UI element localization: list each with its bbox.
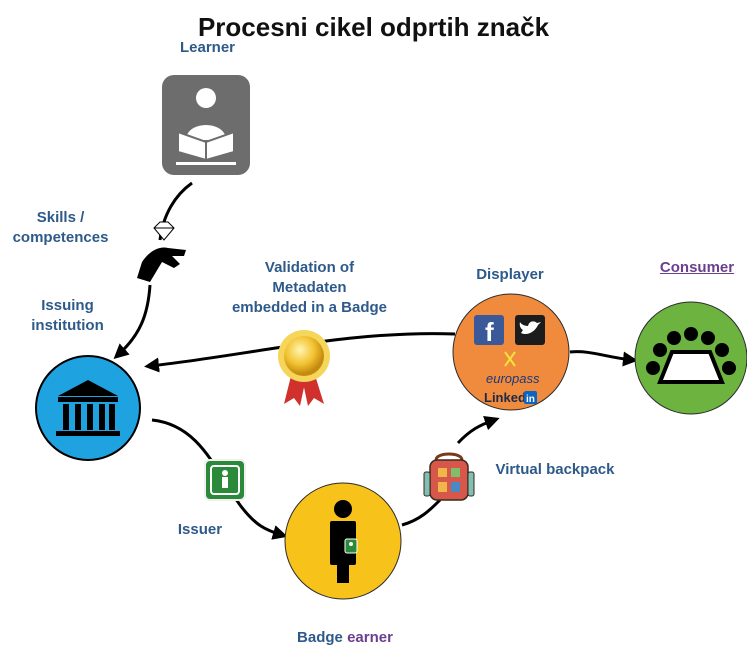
linkedin-in-text: in (526, 394, 535, 405)
person-silhouette-icon (284, 482, 402, 600)
skills-line-1: Skills / (36, 209, 85, 226)
arrow-earner-to-backpack (401, 498, 442, 527)
issuing-line-2: institution (31, 317, 104, 334)
arrow-displayer-to-consumer (569, 350, 638, 367)
label-learner: Learner (179, 39, 236, 56)
europass-star-icon (504, 351, 516, 367)
label-badge-earner: Badge earner (280, 628, 410, 648)
audience-group-icon (634, 301, 747, 415)
badge-word: Badge (297, 629, 343, 646)
badge-issuer-icon (204, 459, 246, 501)
earner-word: earner (347, 629, 393, 646)
facebook-icon (474, 315, 504, 345)
skills-line-2: competences (12, 229, 109, 246)
label-skills-competences: Skills / competences (8, 208, 113, 248)
label-issuing-institution: Issuing institution (20, 296, 115, 336)
arrow-backpack-to-displayer (456, 415, 500, 445)
consumer-link[interactable]: Consumer (659, 259, 735, 276)
linkedin-in-badge (524, 391, 537, 404)
gold-rosette-medal-icon (278, 330, 330, 406)
validation-line-3: embedded in a Badge (231, 299, 388, 316)
svg-text:f: f (485, 317, 494, 347)
diagram-title: Procesni cikel odprtih značk (197, 12, 550, 42)
linkedin-logo-text: Linked (484, 390, 526, 405)
hand-with-diamond-icon (137, 221, 186, 282)
institution-building-icon (35, 355, 141, 461)
backpack-icon (423, 452, 475, 501)
europass-logo-text: europass (486, 371, 540, 386)
displayer-logos-icon: f europass Linked in (452, 293, 570, 411)
validation-line-1: Validation of (264, 259, 355, 276)
arrow-skills-to-institution (113, 284, 152, 360)
label-displayer: Displayer (476, 266, 544, 283)
label-issuer: Issuer (177, 521, 223, 538)
issuing-line-1: Issuing (41, 297, 94, 314)
reader-icon (162, 75, 250, 175)
label-validation: Validation of Metadaten embedded in a Ba… (222, 258, 397, 318)
label-virtual-backpack: Virtual backpack (495, 461, 615, 478)
validation-line-2: Metadaten (272, 279, 347, 296)
